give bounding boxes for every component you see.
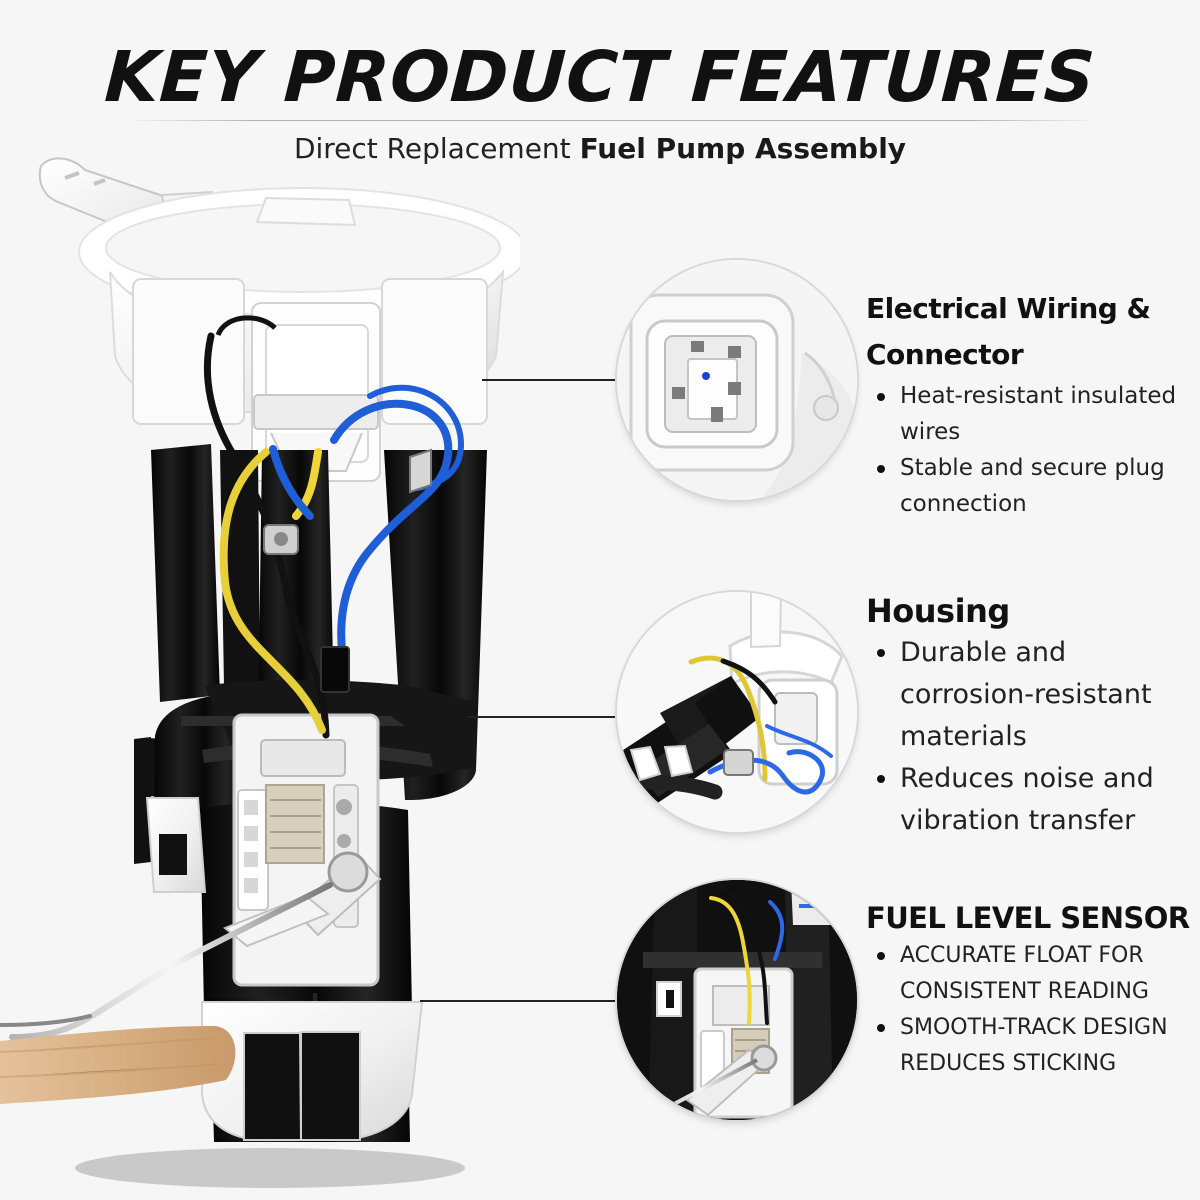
side-clips [145, 797, 424, 1141]
fuel-level-sensor-detail-image [617, 880, 857, 1120]
electrical-connector-detail-image [617, 260, 857, 500]
fuel-pump-assembly-image [0, 157, 520, 1188]
electrical-wiring-title-line-2: Connector [866, 338, 1024, 371]
subheading: Direct Replacement Fuel Pump Assembly [0, 132, 1200, 166]
fuel-level-sensor-bullet-list: ACCURATE FLOAT FOR CONSISTENT READING SM… [866, 938, 1198, 1082]
fuel-level-sensor-title: FUEL LEVEL SENSOR [866, 901, 1190, 935]
housing-bullet: Reduces noise and vibration transfer [866, 758, 1198, 842]
fuel-level-sensor-bullet: SMOOTH-TRACK DESIGN REDUCES STICKING [866, 1010, 1198, 1082]
main-heading: KEY PRODUCT FEATURES [102, 36, 1098, 118]
fuel-strainer [0, 1026, 236, 1104]
wiring-callout-line [482, 379, 617, 381]
housing-bullet-list: Durable and corrosion-resistant material… [866, 632, 1198, 842]
fuel-level-sensor-feature: FUEL LEVEL SENSOR ACCURATE FLOAT FOR CON… [866, 898, 1198, 1082]
fuel-level-float-rod [0, 882, 333, 1040]
electrical-wiring-connector-feature: Electrical Wiring & Connector Heat-resis… [866, 286, 1198, 522]
fuel-level-sensor-board [223, 713, 382, 987]
housing-bullet: Durable and corrosion-resistant material… [866, 632, 1198, 758]
housing-title: Housing [866, 592, 1010, 630]
wiring-harness [203, 315, 465, 739]
electrical-wiring-bullet-list: Heat-resistant insulated wires Stable an… [866, 378, 1198, 522]
electrical-wiring-connector-title: Electrical Wiring & Connector [866, 286, 1198, 378]
sensor-callout-line [420, 1000, 615, 1002]
title-divider [135, 120, 1090, 121]
housing-detail-image [617, 592, 857, 832]
electrical-wiring-title-line-1: Electrical Wiring & [866, 292, 1151, 325]
housing-feature: Housing Durable and corrosion-resistant … [866, 590, 1198, 842]
fuel-level-sensor-bullet: ACCURATE FLOAT FOR CONSISTENT READING [866, 938, 1198, 1010]
subheading-regular-text: Direct Replacement [293, 132, 571, 165]
fuel-pump-assembly-shadows [75, 1148, 465, 1188]
electrical-wiring-bullet: Stable and secure plug connection [866, 450, 1198, 522]
electrical-wiring-bullet: Heat-resistant insulated wires [866, 378, 1198, 450]
subheading-bold-text: Fuel Pump Assembly [579, 132, 907, 165]
top-flange [78, 187, 520, 482]
housing-callout-line [467, 716, 615, 718]
